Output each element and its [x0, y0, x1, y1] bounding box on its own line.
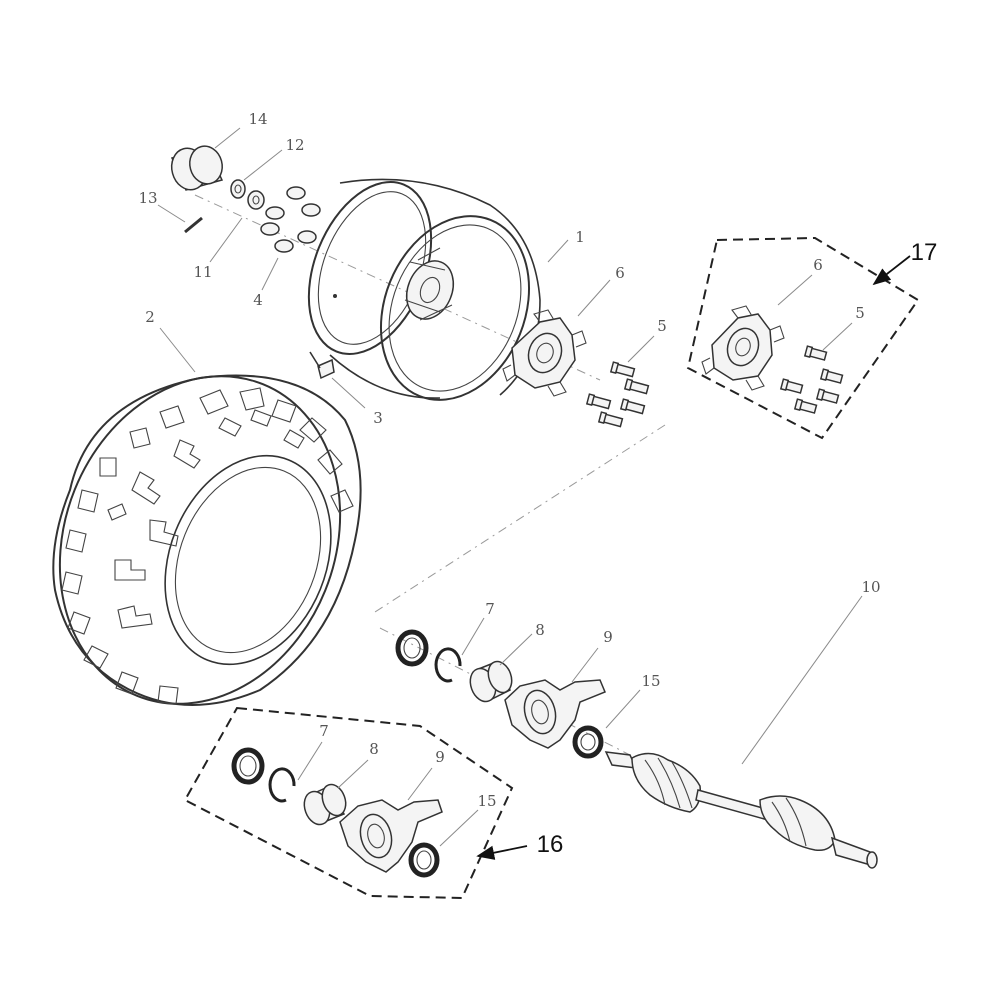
- atv-tire: [52, 374, 362, 706]
- kit-17-label: 17: [911, 239, 938, 266]
- wheel-studs: [585, 361, 650, 428]
- callout-12: 12: [285, 136, 304, 154]
- wheel-bearing: [469, 660, 513, 703]
- leader-lines: [157, 127, 863, 847]
- cotter-pin: [184, 216, 203, 234]
- kit-16-arrow: [476, 845, 528, 860]
- kit-16-group: [183, 706, 528, 900]
- callout-10: 10: [861, 578, 880, 596]
- kit-16-oil-seal: [231, 747, 265, 785]
- kit-16-label: 16: [537, 831, 564, 858]
- steering-knuckle: [504, 679, 606, 749]
- snap-ring: [434, 647, 462, 683]
- tire-tread-pattern: [61, 387, 354, 705]
- kit-17-group: [686, 236, 920, 440]
- axle-nut: [230, 179, 246, 199]
- callout-1: 1: [575, 228, 585, 246]
- oil-seal: [395, 629, 429, 667]
- callout-14: 14: [248, 110, 267, 128]
- nut-washer: [247, 190, 265, 210]
- kit-17-arrow: [872, 255, 911, 286]
- rim-center-disc: [404, 247, 455, 321]
- kit-16-knuckle: [339, 799, 443, 873]
- callout-3: 3: [373, 409, 383, 427]
- callout-8-kit16: 8: [369, 740, 379, 758]
- kit-16-snap-ring: [268, 767, 296, 803]
- callout-4: 4: [253, 291, 263, 309]
- valve-stem: [309, 351, 335, 380]
- kit-16-bearing: [303, 783, 347, 826]
- kit-17-boundary: [686, 236, 920, 440]
- callout-5-kit17: 5: [855, 304, 865, 322]
- callout-15-kit16: 15: [477, 792, 496, 810]
- callout-labels: 14 12 13 11 4 1 6 5 2 3 6 5 7 8 9 15 10 …: [138, 110, 937, 858]
- callout-7: 7: [485, 600, 495, 618]
- callout-6: 6: [615, 264, 625, 282]
- wheel-rim: [307, 178, 541, 401]
- kit-16-dust-seal: [408, 842, 440, 878]
- callout-15: 15: [641, 672, 660, 690]
- callout-2: 2: [145, 308, 155, 326]
- callout-9-kit16: 9: [435, 748, 445, 766]
- wheel-nuts: [260, 186, 321, 253]
- kit-16-boundary: [183, 706, 514, 900]
- dust-seal: [572, 725, 604, 759]
- callout-8: 8: [535, 621, 545, 639]
- callout-7-kit16: 7: [319, 722, 329, 740]
- callout-13: 13: [138, 189, 157, 207]
- kit-17-studs: [779, 345, 844, 414]
- drive-shaft: [604, 751, 878, 869]
- callout-9: 9: [603, 628, 613, 646]
- kit-17-hub: [701, 305, 785, 391]
- callout-6-kit17: 6: [813, 256, 823, 274]
- callout-5: 5: [657, 317, 667, 335]
- callout-11: 11: [193, 263, 212, 281]
- wheel-hub: [502, 309, 587, 397]
- hub-cap: [170, 145, 224, 191]
